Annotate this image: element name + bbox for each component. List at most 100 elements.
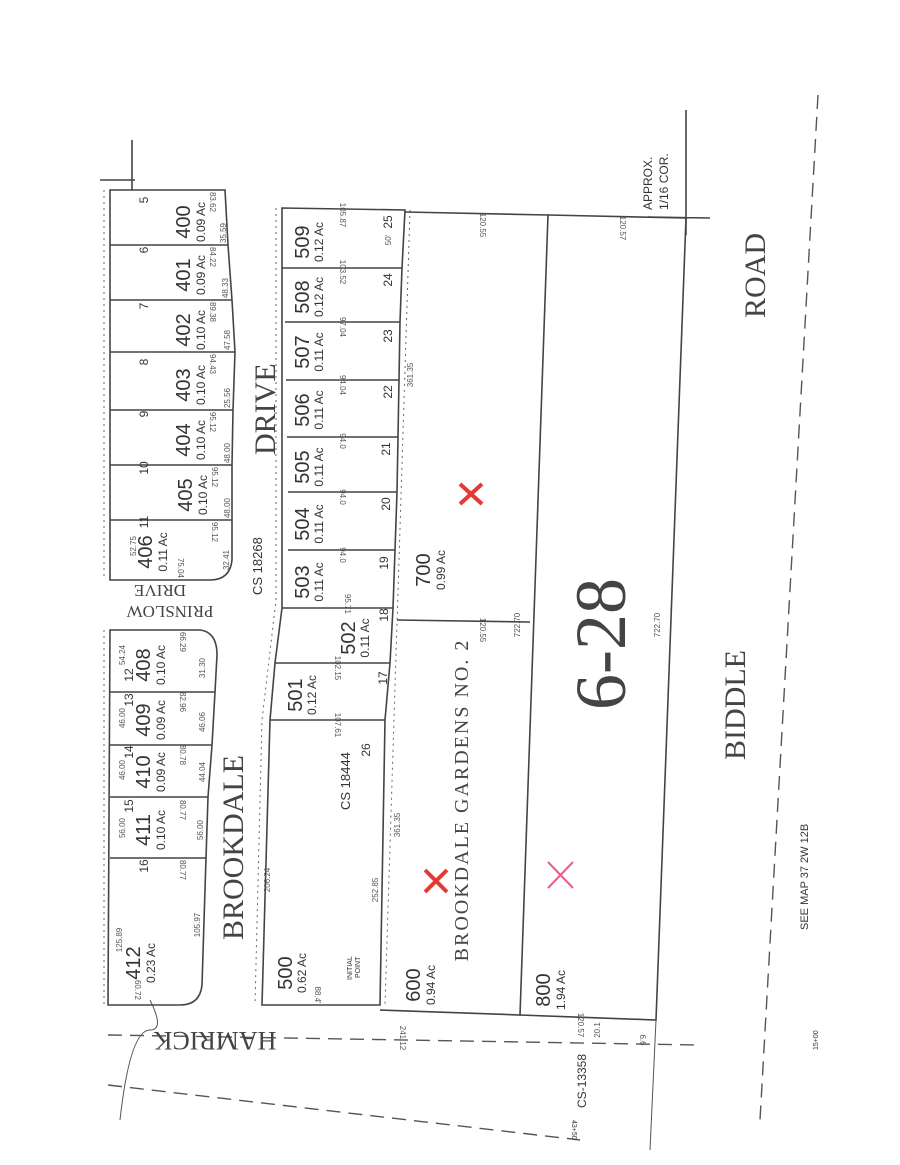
lot-number: 401 [173, 258, 195, 291]
dimension-e411: 56.00 [196, 819, 205, 840]
block-lot-number: 12 [122, 668, 136, 682]
dimension-w410: 46.00 [118, 759, 127, 780]
lot-acreage: 0.10 Ac [194, 420, 208, 460]
subdivision-name: BROOKDALE GARDENS NO. 2 [451, 639, 473, 962]
dimension-r252: 252.85 [371, 877, 380, 902]
block-lot-number: 21 [379, 442, 393, 456]
block-lot-number: 18 [377, 608, 391, 622]
dimension-d401: 84.22 [208, 247, 217, 268]
lot-number: 501 [285, 678, 307, 711]
lot-acreage: 0.11 Ac [312, 390, 326, 429]
street-biddle: BIDDLE [719, 650, 752, 760]
lot-number: 504 [292, 507, 314, 540]
dimension-d409: 82.96 [178, 692, 187, 713]
dimension-d503: 94.0 [338, 547, 347, 563]
lot-acreage: 0.11 Ac [312, 447, 326, 486]
dimension-l722b: 722.70 [653, 612, 662, 637]
lot-number: 408 [133, 648, 155, 681]
survey-ref-cs13358: CS-13358 [575, 1054, 589, 1108]
dimension-d507: 97.04 [338, 317, 347, 338]
parcel-lines [107, 94, 819, 1151]
block-lot-number: 22 [381, 385, 395, 399]
dimension-w412: 125.89 [115, 927, 124, 952]
dimension-d412b: 60.72 [133, 980, 142, 1001]
lot-acreage: 0.11 Ac [156, 532, 170, 571]
survey-ref-cs18444: CS 18444 [338, 752, 353, 810]
dimension-d404: 95.12 [208, 412, 217, 433]
dimension-d408: 66.29 [178, 632, 187, 653]
dimension-l722a: 722.70 [513, 612, 522, 637]
lot-acreage: 0.09 Ac [154, 752, 168, 792]
lot-number: 800 [533, 973, 555, 1006]
lot-number: 410 [133, 755, 155, 788]
lot-number: 600 [403, 968, 425, 1001]
note-see-map: SEE MAP 37 2W 12B [799, 824, 811, 930]
block-lot-number: 13 [122, 693, 136, 707]
lot-acreage: 0.09 Ac [194, 202, 208, 242]
lot-acreage: 0.10 Ac [154, 810, 168, 850]
dimension-r206: 206.24 [263, 867, 272, 892]
lot-number: 404 [173, 423, 195, 456]
block-lot-number: 5 [137, 196, 151, 203]
station-43: 43+50 [570, 1120, 577, 1140]
street-prinslow-drive: DRIVE [134, 581, 186, 600]
dimension-e405: 48.00 [223, 497, 232, 518]
dimension-e403: 25.56 [223, 387, 232, 408]
map-number: 6-28 [561, 578, 641, 710]
lot-number: 506 [292, 393, 314, 426]
dimension-d508: 103.52 [338, 260, 347, 285]
lot-acreage: 0.23 Ac [144, 943, 158, 983]
dimension-d509: 105.87 [338, 203, 347, 228]
dimension-d506: 94.04 [338, 375, 347, 396]
block-lot-number: 26 [359, 743, 373, 757]
block-lot-number: 24 [381, 273, 395, 287]
block-lot-number: 8 [137, 358, 151, 365]
street-brookdale: BROOKDALE [217, 755, 250, 940]
lot-acreage: 1.94 Ac [554, 970, 568, 1010]
dimension-w411: 56.00 [118, 817, 127, 838]
dimension-d410: 80.78 [178, 745, 187, 766]
dimension-e400: 35.59 [219, 222, 228, 243]
block-lot-number: 16 [137, 859, 151, 873]
lot-acreage: 0.10 Ac [194, 365, 208, 405]
lot-number: 405 [175, 478, 197, 511]
dimension-h241: 241.12 [398, 1026, 407, 1051]
dimension-e408: 31.30 [198, 657, 207, 678]
lot-acreage: 0.94 Ac [424, 965, 438, 1005]
street-prinslow: PRINSLOW [126, 602, 214, 621]
block-400-series [100, 140, 236, 1006]
dimension-e404: 48.00 [223, 442, 232, 463]
lot-acreage: 0.11 Ac [358, 618, 372, 657]
note-approx: APPROX. [641, 157, 655, 210]
lot-number: 402 [173, 313, 195, 346]
pink-x-mark-800 [547, 861, 574, 889]
lot-acreage: 0.12 Ac [312, 222, 326, 262]
dimension-w408: 54.24 [118, 644, 127, 665]
dimension-e401: 48.33 [221, 277, 230, 298]
